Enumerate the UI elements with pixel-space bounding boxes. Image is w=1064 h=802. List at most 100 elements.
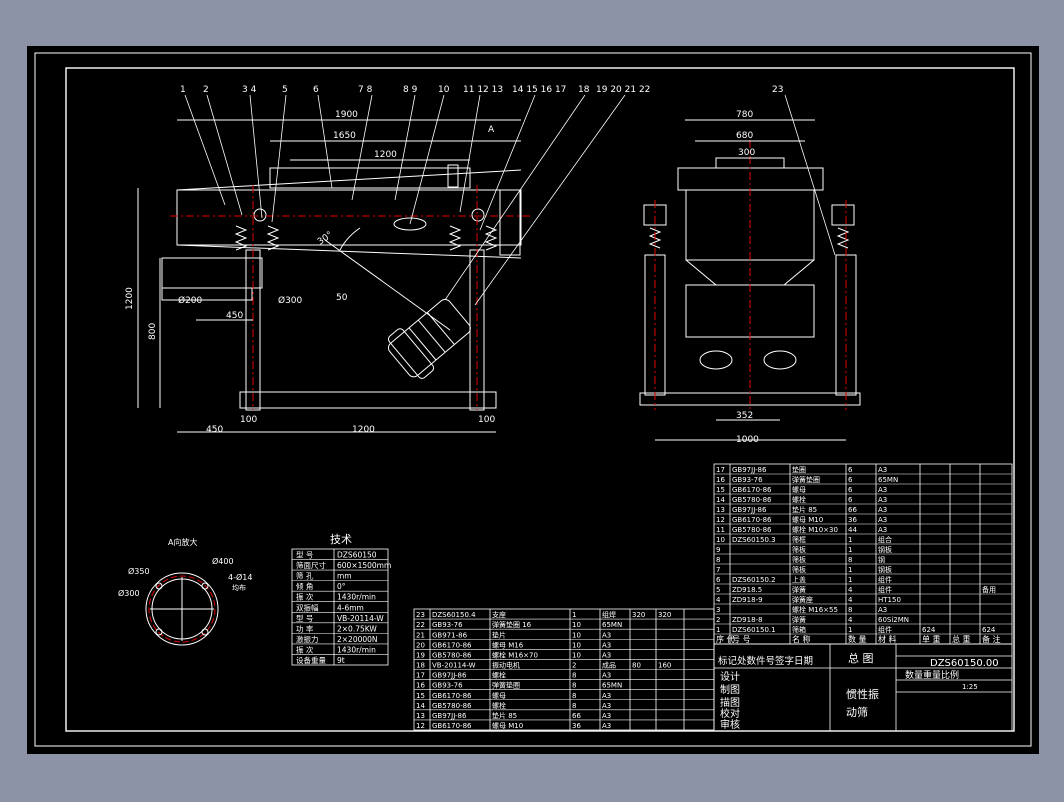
center-mark: [393, 217, 427, 231]
bom-right-cell: 4: [848, 586, 853, 594]
spec-row-value: 0°: [337, 582, 346, 591]
bom-right-cell: A3: [878, 606, 887, 614]
bom-right-cell: A3: [878, 496, 887, 504]
screen-top-edge: [176, 169, 522, 191]
bom-left-cell: 螺栓: [492, 701, 506, 710]
bom-left-cell: A3: [602, 722, 611, 730]
bom-right-cell: HT150: [878, 596, 901, 604]
side-right-spring-seat: [831, 204, 855, 226]
front-view: [137, 119, 530, 433]
bom-right-cell: 垫片 85: [792, 505, 817, 514]
bom-left-cell: A3: [602, 702, 611, 710]
a-view-d400: Ø400: [212, 556, 234, 566]
bom-right-cell: 11: [716, 526, 725, 534]
spec-row-value: 9t: [337, 656, 345, 665]
callout-2: 2: [203, 85, 209, 95]
dim-450-mid: 450: [226, 311, 243, 321]
bom-right-cell: 16: [716, 476, 725, 484]
spec-table-grid: [291, 548, 389, 666]
spec-table-title: 技术: [330, 533, 352, 546]
bom-right-cell: 36: [848, 516, 857, 524]
dim-780: 780: [736, 110, 753, 120]
discharge-end: [499, 189, 521, 256]
bom-left-cell: A3: [602, 712, 611, 720]
bom-header-cell: 备 注: [982, 634, 1001, 644]
bom-left-cell: 1: [572, 611, 576, 619]
bom-right-cell: 组件: [878, 575, 892, 584]
left-spring-b: [266, 225, 280, 251]
bom-right-cell: 筛板: [792, 545, 806, 554]
a-view-note: 均布: [232, 583, 246, 592]
bom-left-cell: 10: [572, 651, 581, 659]
bom-right-cell: ZD918-9: [732, 596, 763, 604]
bolt-hole-1: [201, 582, 209, 590]
bom-right-cell: ZD918-8: [732, 616, 763, 624]
bom-left-cell: 垫片 85: [492, 711, 517, 720]
side-motor-right: [763, 350, 797, 370]
a-view-holes: 4-Ø14: [228, 572, 252, 582]
spec-row-value: 1430r/min: [337, 645, 376, 654]
dim-dia-200: Ø200: [178, 295, 203, 306]
spec-row-label: 倾 角: [296, 581, 313, 591]
bom-header-cell: 材 料: [878, 634, 897, 644]
bom-left-cell: 12: [416, 722, 425, 730]
dim-450-bottom: 450: [206, 425, 223, 435]
bom-left-cell: 成品: [602, 661, 616, 670]
bom-right-cell: 4: [848, 596, 853, 604]
bom-right-cell: 组合: [878, 535, 892, 544]
bom-header: 序 代号 号名 称数 量材 料单 重总 重备 注: [716, 634, 1001, 644]
bom-right-cell: 624: [982, 626, 996, 634]
bom-left-cell: 19: [416, 651, 425, 659]
bom-right-cell: 1: [848, 546, 852, 554]
a-view-title: A向放大: [168, 537, 197, 547]
bom-right-cell: 钢板: [878, 565, 892, 574]
bom-left-cell: 16: [416, 682, 425, 690]
bom-left-cell: A3: [602, 692, 611, 700]
bom-right-cell: 624: [922, 626, 936, 634]
bom-right-cell: 1: [848, 536, 852, 544]
callout-19-22: 19 20 21 22: [596, 85, 650, 95]
top-cover: [269, 167, 471, 189]
bom-left-cell: GB5780-86: [432, 651, 472, 659]
bom-right-cell: 1: [848, 566, 852, 574]
bom-right-cell: 垫圈: [792, 465, 806, 474]
bom-left-cell: 15: [416, 692, 425, 700]
spec-row-value: mm: [337, 572, 352, 581]
spec-row-label: 筛面尺寸: [296, 560, 326, 570]
spec-row-label: 激振力: [296, 634, 319, 644]
bom-header-cell: 号 号: [732, 635, 751, 644]
spec-row-label: 振 次: [296, 592, 314, 602]
bom-left-cell: GB97JJ-86: [432, 672, 467, 680]
motor-axis: [324, 239, 451, 331]
bom-right-cell: 9: [716, 546, 720, 554]
bom-right-cell: 44: [848, 526, 857, 534]
bom-left-cell: 螺母 M16: [492, 640, 524, 649]
dim-1200-bottom: 1200: [352, 425, 375, 435]
bom-left-cell: VB-20114-W: [432, 662, 476, 670]
title-block-grid: [713, 643, 1013, 732]
title-trace: 描图: [720, 696, 740, 709]
bom-right-cell: 6: [848, 486, 853, 494]
bom-right-cell: 钢: [878, 555, 885, 564]
callout-18: 18: [578, 85, 590, 95]
bom-left-cell: GB6170-86: [432, 692, 472, 700]
inner-border: [65, 67, 1015, 732]
spec-row-label: 振 次: [296, 644, 314, 654]
bom-left-cell: 320: [658, 611, 671, 619]
text-layer: 1 2 3 4 5 6 7 8 8 9 10 11 12 13 14 15 16…: [118, 85, 1012, 731]
bom-right-cell: 7: [716, 566, 720, 574]
bom-right-cell: 60Si2MN: [878, 616, 909, 624]
bom-right-cell: 66: [848, 506, 857, 514]
dim-1650: 1650: [333, 131, 356, 141]
title-qty-label: 数量重量比例: [905, 669, 959, 681]
bom-right-cell: 4: [848, 616, 853, 624]
bom-right-cell: 6: [848, 496, 853, 504]
bom-right-cell: 组件: [878, 585, 892, 594]
bom-left-cell: 13: [416, 712, 425, 720]
bom-right-cell: 4: [716, 596, 721, 604]
callout-leaders: [184, 94, 836, 306]
